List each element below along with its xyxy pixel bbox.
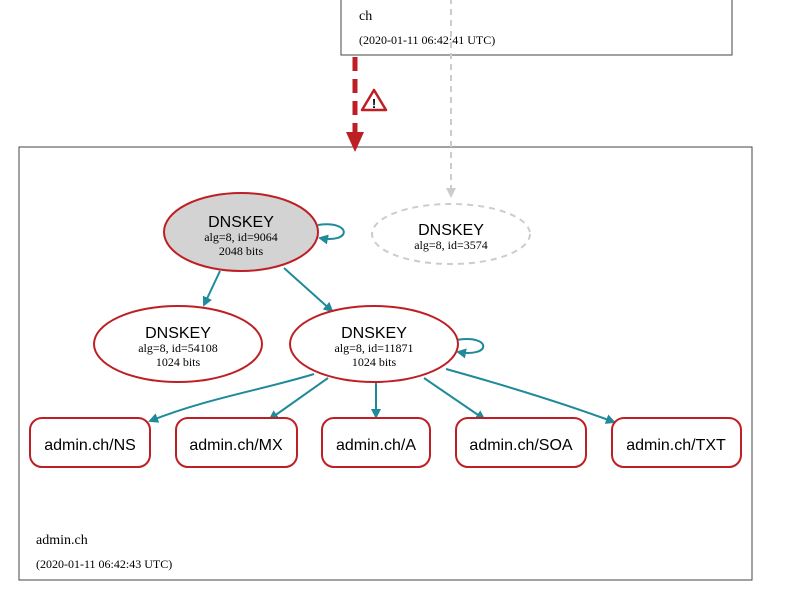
rrset-node-txt[interactable]: admin.ch/TXT: [611, 417, 742, 468]
rrset-node-mx[interactable]: admin.ch/MX: [175, 417, 298, 468]
rrset-node-soa[interactable]: admin.ch/SOA: [455, 417, 587, 468]
dnskey-node-54108[interactable]: DNSKEY alg=8, id=54108 1024 bits: [93, 305, 263, 383]
child-zone-timestamp: (2020-01-11 06:42:43 UTC): [36, 557, 172, 571]
dnskey-bits: 1024 bits: [156, 355, 201, 369]
dnskey-alg: alg=8, id=54108: [138, 341, 218, 355]
rrset-label: admin.ch/MX: [189, 437, 283, 454]
rrset-node-a[interactable]: admin.ch/A: [321, 417, 431, 468]
warning-triangle-icon[interactable]: !: [360, 88, 388, 112]
ksk-to-zsk-edge: [283, 267, 334, 313]
parent-zone-box: ch (2020-01-11 06:42:41 UTC): [340, 0, 733, 56]
parent-zone-name: ch: [359, 9, 372, 24]
dnskey-node-3574[interactable]: DNSKEY alg=8, id=3574: [371, 203, 531, 265]
dnskey-alg: alg=8, id=3574: [414, 238, 488, 252]
parent-zone-timestamp: (2020-01-11 06:42:41 UTC): [359, 33, 495, 47]
rrset-node-ns[interactable]: admin.ch/NS: [29, 417, 151, 468]
dnskey-bits: 2048 bits: [219, 244, 264, 258]
dnskey-node-11871[interactable]: DNSKEY alg=8, id=11871 1024 bits: [289, 305, 459, 383]
zsk-to-txt-edge: [445, 368, 616, 424]
dnskey-alg: alg=8, id=9064: [204, 230, 278, 244]
dnskey-alg: alg=8, id=11871: [334, 341, 413, 355]
signature-edges: [148, 223, 616, 424]
rrset-label: admin.ch/TXT: [626, 437, 726, 454]
dnskey-node-9064[interactable]: DNSKEY alg=8, id=9064 2048 bits: [163, 192, 319, 272]
dnskey-title: DNSKEY: [418, 222, 484, 239]
rrset-label: admin.ch/SOA: [469, 437, 572, 454]
zsk-to-mx-edge: [268, 377, 329, 421]
zsk-to-ns-edge: [148, 373, 315, 423]
zsk-to-soa-edge: [423, 377, 486, 421]
dnskey-title: DNSKEY: [208, 214, 274, 231]
dnskey-title: DNSKEY: [145, 325, 211, 342]
child-zone-name: admin.ch: [36, 533, 88, 548]
delegation-error-edge: [346, 57, 364, 152]
rrset-label: admin.ch/A: [336, 437, 416, 454]
zsk-self-loop-edge: [455, 338, 485, 359]
rrset-label: admin.ch/NS: [44, 437, 136, 454]
ksk-to-54108-edge: [202, 270, 221, 307]
dnskey-title: DNSKEY: [341, 325, 407, 342]
dnskey-bits: 1024 bits: [352, 355, 397, 369]
svg-text:!: !: [372, 96, 376, 111]
ksk-self-loop-edge: [317, 223, 345, 245]
